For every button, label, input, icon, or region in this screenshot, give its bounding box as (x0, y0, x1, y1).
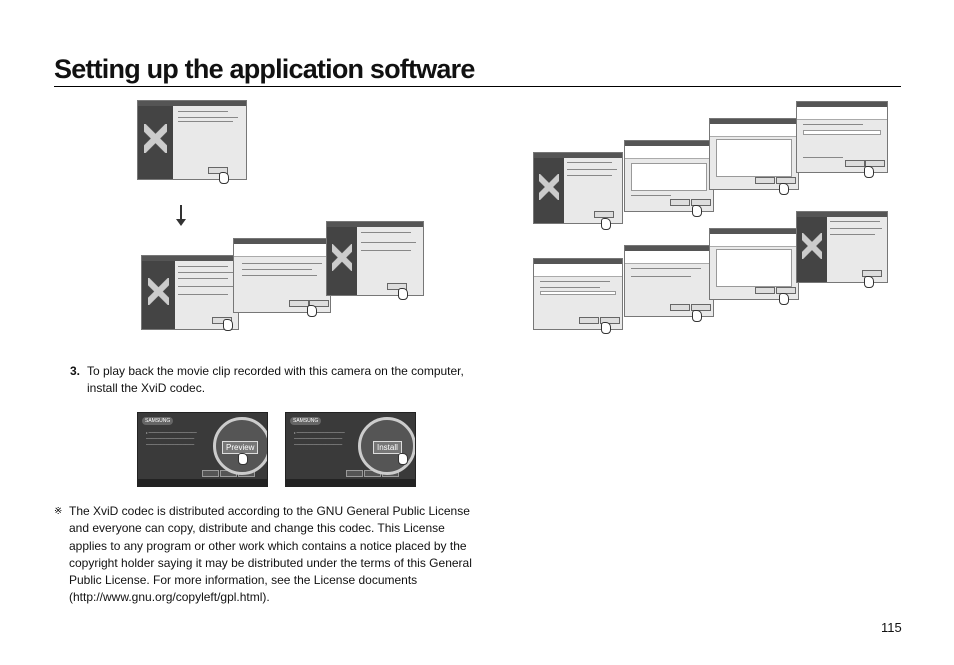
note-text: The XviD codec is distributed according … (69, 504, 472, 605)
hand-cursor-icon (864, 276, 874, 288)
hand-cursor-icon (864, 166, 874, 178)
screenshot-xvid-welcome (533, 152, 623, 224)
samsung-logo: SAMSUNG (142, 417, 174, 425)
screenshot-installshield-complete (137, 100, 247, 180)
screenshot-welcome-directx (141, 255, 239, 330)
page-number: 115 (881, 620, 902, 635)
installer-install-screen: SAMSUNG • ───────────────── ────────────… (285, 412, 416, 487)
step-number: 3. (70, 364, 81, 378)
installer-preview-screen: SAMSUNG • ───────────────── ────────────… (137, 412, 268, 487)
hand-cursor-icon (307, 305, 317, 317)
license-note: ※ The XviD codec is distributed accordin… (54, 503, 474, 607)
hand-cursor-icon (238, 453, 248, 465)
magnifier-circle: Preview (213, 417, 267, 475)
magnifier-circle: Install (358, 417, 415, 475)
hand-cursor-icon (601, 218, 611, 230)
arrow-down-icon (176, 205, 186, 226)
screenshot-xvid-additional-tasks (624, 245, 714, 317)
samsung-logo: SAMSUNG (290, 417, 322, 425)
hand-cursor-icon (398, 453, 408, 465)
screenshot-xvid-start-menu (533, 258, 623, 330)
screenshot-xvid-ready-install (709, 228, 799, 300)
page-title: Setting up the application software (54, 54, 475, 84)
screenshot-xvid-license (624, 140, 714, 212)
note-mark: ※ (54, 506, 63, 517)
hand-cursor-icon (779, 183, 789, 195)
step-text: To play back the movie clip recorded wit… (87, 364, 464, 395)
install-button[interactable]: Install (373, 441, 402, 454)
hand-cursor-icon (601, 322, 611, 334)
hand-cursor-icon (692, 310, 702, 322)
screenshot-xvid-information (709, 118, 799, 190)
screenshot-restart-complete (326, 221, 424, 296)
hand-cursor-icon (779, 293, 789, 305)
hand-cursor-icon (223, 319, 233, 331)
screenshot-xvid-destination (796, 101, 888, 173)
hand-cursor-icon (398, 288, 408, 300)
title-rule (54, 86, 901, 87)
hand-cursor-icon (219, 172, 229, 184)
screenshot-directx-install (233, 238, 331, 313)
screenshot-xvid-complete (796, 211, 888, 283)
hand-cursor-icon (692, 205, 702, 217)
step-3: 3. To play back the movie clip recorded … (70, 363, 470, 397)
